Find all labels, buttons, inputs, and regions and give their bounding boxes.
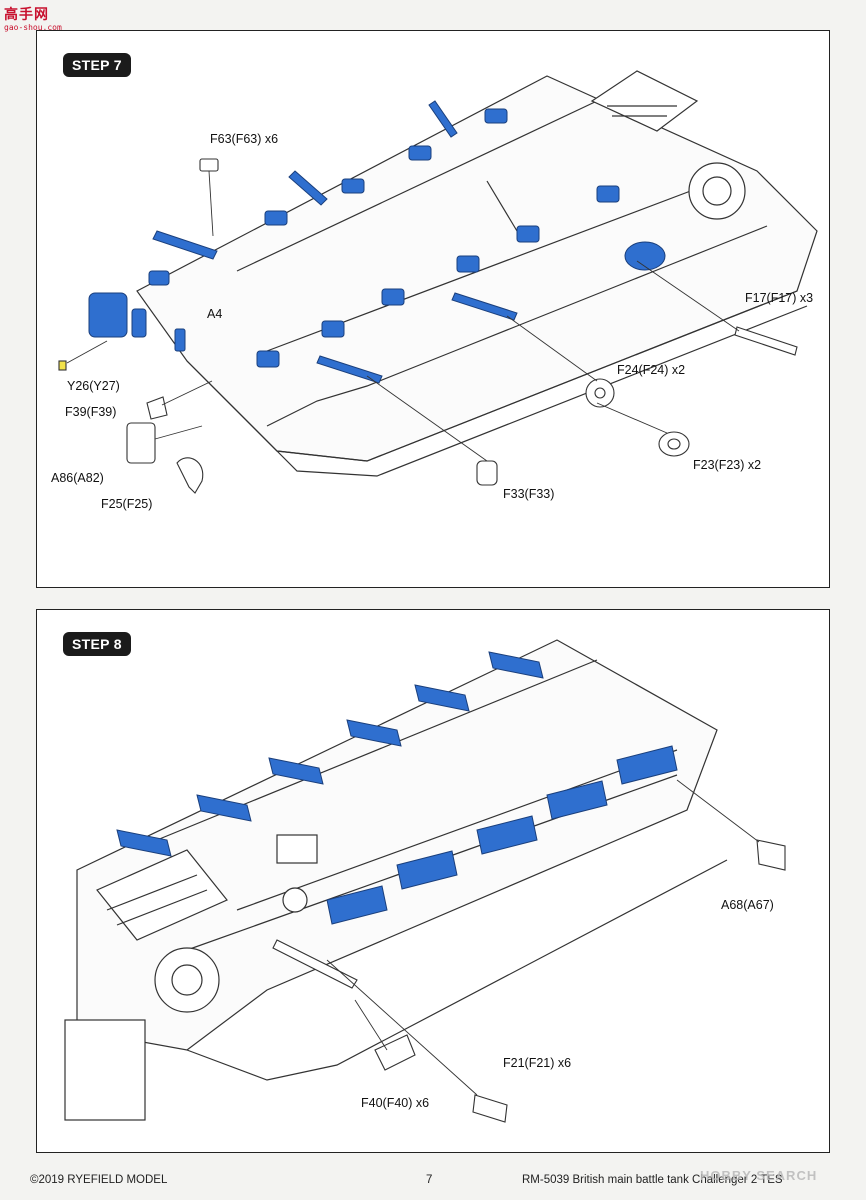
rear-hatch <box>590 70 699 132</box>
blue-arm <box>476 815 538 855</box>
blue-arm <box>288 170 328 206</box>
blue-arm <box>488 651 544 679</box>
callout-f33: F33(F33) <box>503 487 555 501</box>
step-8-panel: STEP 8 <box>36 609 830 1153</box>
callout-f17: F17(F17) x3 <box>745 291 814 305</box>
callout-a4: A4 <box>207 307 223 321</box>
blue-arm <box>546 780 608 820</box>
blue-part <box>264 210 288 226</box>
callout-f21: F21(F21) x6 <box>503 1056 572 1070</box>
sprocket-wheel <box>154 947 220 1013</box>
blue-part <box>256 350 280 368</box>
blue-arm <box>316 355 383 384</box>
blue-part <box>484 108 508 124</box>
blue-arm <box>396 850 458 890</box>
blue-arm <box>116 829 172 857</box>
callout-a86: A86(A82) <box>51 471 104 485</box>
callout-f25: F25(F25) <box>101 497 153 511</box>
callout-f24: F24(F24) x2 <box>617 363 686 377</box>
callout-f63: F63(F63) x6 <box>210 132 279 146</box>
hatch-panel <box>276 834 318 864</box>
rear-hatch <box>96 849 228 941</box>
footer-product-title: RM-5039 British main battle tank Challen… <box>522 1174 783 1186</box>
blue-part <box>596 185 620 203</box>
part-f25 <box>176 457 204 494</box>
part-a68 <box>756 839 786 871</box>
part-f39 <box>146 396 168 420</box>
blue-part <box>148 270 170 286</box>
step-7-panel: STEP 7 <box>36 30 830 588</box>
blue-arm <box>428 100 458 138</box>
hobbysearch-watermark: HOBBY SEARCH <box>700 1168 818 1183</box>
blue-arm <box>152 230 218 260</box>
blue-part <box>624 241 666 271</box>
callout-f40: F40(F40) x6 <box>361 1096 430 1110</box>
part-f63 <box>199 158 219 172</box>
step-8-badge: STEP 8 <box>63 632 131 656</box>
step-7-illustration <box>58 70 818 494</box>
callout-y26: Y26(Y27) <box>67 379 120 393</box>
blue-arm <box>268 757 324 785</box>
blue-part <box>88 292 128 338</box>
blue-part <box>321 320 345 338</box>
part-y26 <box>58 360 67 371</box>
track-guard-rail <box>266 225 768 427</box>
part-axle <box>272 939 358 989</box>
blue-arm <box>346 719 402 747</box>
part-a86 <box>126 422 156 464</box>
blue-part <box>381 288 405 306</box>
part-f21 <box>472 1094 508 1123</box>
hull-lower-edge <box>186 859 728 1081</box>
blue-arm <box>451 292 518 321</box>
callout-a68: A68(A67) <box>721 898 774 912</box>
engine-block <box>64 1019 146 1121</box>
blue-part <box>341 178 365 194</box>
blue-part <box>131 308 147 338</box>
blue-arm <box>326 885 388 925</box>
step-7-badge: STEP 7 <box>63 53 131 77</box>
site-logo-text: 高手网 <box>4 6 49 22</box>
site-logo-url: gao-shou.com <box>4 23 62 32</box>
blue-part <box>516 225 540 243</box>
idler-wheel <box>688 162 746 220</box>
blue-arm <box>196 794 252 822</box>
site-logo: 高手网 gao-shou.com <box>4 4 66 36</box>
callout-f23: F23(F23) x2 <box>693 458 762 472</box>
footer-copyright: ©2019 RYEFIELD MODEL <box>30 1174 168 1186</box>
blue-part <box>174 328 186 352</box>
part-f17 <box>734 326 798 356</box>
blue-part <box>408 145 432 161</box>
step-8-illustration <box>64 639 786 1123</box>
blue-part <box>456 255 480 273</box>
callout-f39: F39(F39) <box>65 405 117 419</box>
blue-arm <box>414 684 470 712</box>
part-f33 <box>476 460 498 486</box>
part-f40 <box>374 1034 416 1071</box>
blue-arm <box>616 745 678 785</box>
hull-side-edge <box>186 290 798 462</box>
footer-page-number: 7 <box>426 1174 433 1186</box>
